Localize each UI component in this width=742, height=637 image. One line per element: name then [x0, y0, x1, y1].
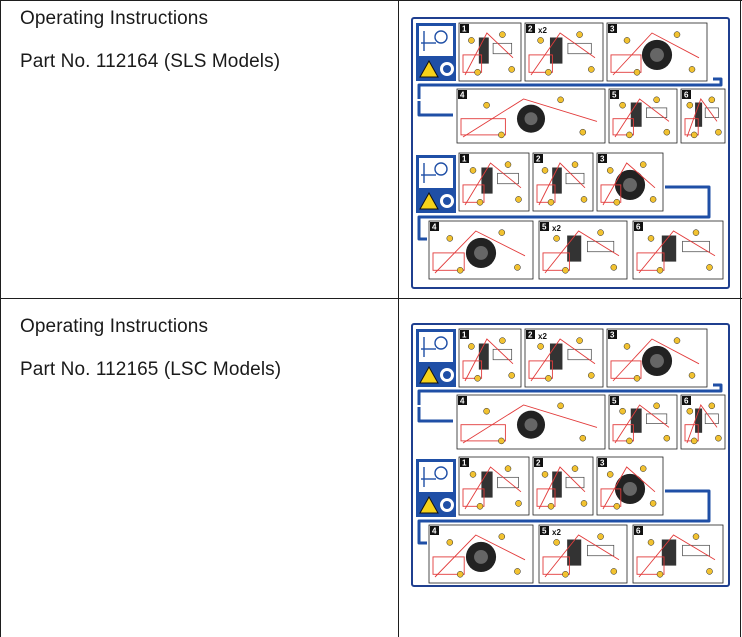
- svg-text:5: 5: [612, 397, 617, 406]
- decal-upper-step-2: 2 x2: [524, 22, 604, 82]
- row2-part-number: Part No. 112165 (LSC Models): [20, 359, 282, 380]
- decal-upper-step-2: 2 x2: [524, 328, 604, 388]
- svg-text:1: 1: [462, 155, 467, 164]
- svg-text:4: 4: [460, 397, 465, 406]
- decal-lower-connector-1: [417, 489, 711, 545]
- svg-text:3: 3: [610, 25, 615, 34]
- decal-lower-step-2: 2: [532, 456, 594, 516]
- decal-lower-step-1: 1: [458, 152, 530, 212]
- svg-text:2: 2: [536, 155, 541, 164]
- svg-text:6: 6: [636, 527, 641, 536]
- svg-text:x2: x2: [552, 528, 561, 537]
- decal-lower-step-3: 3: [596, 456, 664, 516]
- decal-upper-info-block: [416, 23, 456, 81]
- svg-text:x2: x2: [552, 224, 561, 233]
- svg-text:4: 4: [460, 91, 465, 100]
- decal-illustration: 1 2 x2 3 4 5 6 1 2 3 4 5 x2 6: [416, 328, 726, 584]
- decal-lower-step-5: 5 x2: [538, 524, 628, 584]
- svg-text:6: 6: [684, 91, 689, 100]
- table-border-left: [0, 0, 1, 637]
- svg-text:2: 2: [536, 459, 541, 468]
- decal-upper-connector-1: [417, 77, 723, 99]
- svg-text:4: 4: [432, 223, 437, 232]
- decal-lower-info-block: [416, 155, 456, 213]
- decal-upper-step-3: 3: [606, 328, 708, 388]
- svg-text:x2: x2: [538, 332, 547, 341]
- svg-text:1: 1: [462, 459, 467, 468]
- decal-upper-step-6: 6: [680, 88, 726, 144]
- row2-title: Operating Instructions: [20, 316, 209, 337]
- svg-text:1: 1: [462, 25, 467, 34]
- svg-text:3: 3: [610, 331, 615, 340]
- decal-lower-info-block: [416, 459, 456, 517]
- svg-text:x2: x2: [538, 26, 547, 35]
- decal-lower-step-6: 6: [632, 220, 724, 280]
- decal-upper-step-4: 4: [456, 394, 606, 450]
- decal-lower-step-3: 3: [596, 152, 664, 212]
- svg-text:3: 3: [600, 155, 605, 164]
- row1-part-number: Part No. 112164 (SLS Models): [20, 51, 281, 72]
- decal-upper-step-6: 6: [680, 394, 726, 450]
- decal-upper-info-block: [416, 329, 456, 387]
- decal-illustration: 1 2 x2 3 4 5 6 1 2 3 4 5 x2 6: [416, 22, 726, 280]
- table-border-top: [0, 0, 742, 1]
- decal-lower-step-2: 2: [532, 152, 594, 212]
- svg-text:6: 6: [684, 397, 689, 406]
- table-row-divider: [0, 298, 742, 299]
- table-column-divider: [398, 0, 399, 637]
- decal-upper-step-4: 4: [456, 88, 606, 144]
- decal-lower-step-4: 4: [428, 220, 534, 280]
- svg-text:1: 1: [462, 331, 467, 340]
- svg-text:5: 5: [542, 527, 547, 536]
- svg-text:4: 4: [432, 527, 437, 536]
- decal-lower-step-5: 5 x2: [538, 220, 628, 280]
- decal-upper-step-1: 1: [458, 22, 522, 82]
- decal-upper-connector-1: [417, 383, 723, 405]
- decal-upper-connector-2: [417, 101, 453, 117]
- svg-text:5: 5: [612, 91, 617, 100]
- decal-lower-step-1: 1: [458, 456, 530, 516]
- decal-upper-step-3: 3: [606, 22, 708, 82]
- row1-title: Operating Instructions: [20, 8, 209, 29]
- decal-upper-step-5: 5: [608, 88, 678, 144]
- decal-lower-step-4: 4: [428, 524, 534, 584]
- svg-text:2: 2: [528, 331, 533, 340]
- svg-text:3: 3: [600, 459, 605, 468]
- operating-instructions-decal-lsc: 1 2 x2 3 4 5 6 1 2 3 4 5 x2 6: [411, 323, 730, 587]
- operating-instructions-decal-sls: 1 2 x2 3 4 5 6 1 2 3 4 5 x2 6: [411, 17, 730, 289]
- table-border-right: [740, 0, 741, 637]
- decal-upper-step-1: 1: [458, 328, 522, 388]
- decal-upper-connector-2: [417, 407, 453, 423]
- decal-lower-step-6: 6: [632, 524, 724, 584]
- decal-upper-step-5: 5: [608, 394, 678, 450]
- decal-lower-connector-1: [417, 185, 711, 241]
- svg-text:6: 6: [636, 223, 641, 232]
- svg-text:5: 5: [542, 223, 547, 232]
- svg-text:2: 2: [528, 25, 533, 34]
